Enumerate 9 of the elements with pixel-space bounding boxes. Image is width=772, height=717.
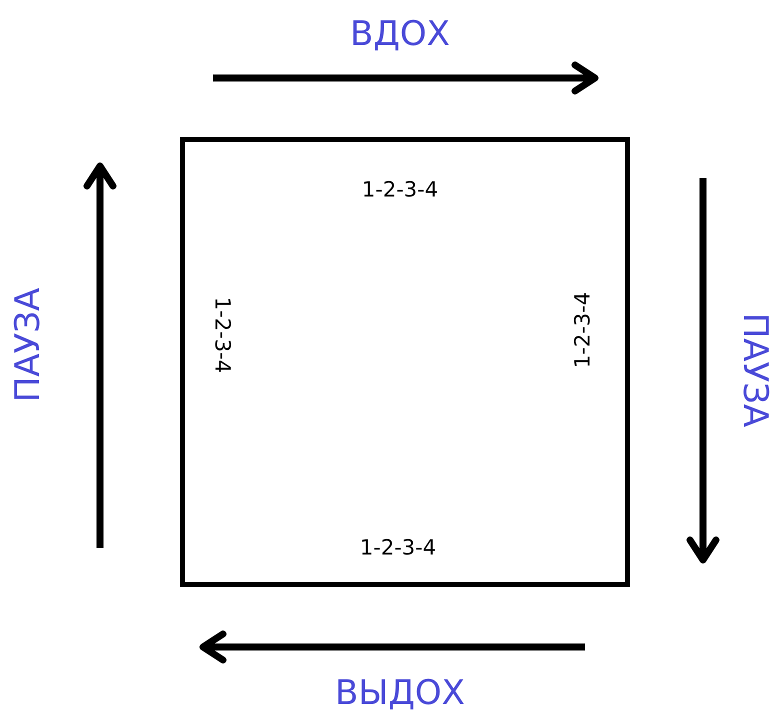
square-box [180, 137, 630, 587]
phase-label: ВДОХ [350, 17, 450, 51]
phase-label: ВЫДОХ [335, 676, 465, 710]
count-text: 1-2-3-4 [360, 538, 436, 558]
count-text: 1-2-3-4 [572, 292, 594, 368]
phase-label: ПАУЗА [11, 288, 45, 402]
count-text: 1-2-3-4 [362, 180, 438, 200]
phase-label: ПАУЗА [738, 312, 772, 428]
count-text: 1-2-3-4 [212, 296, 232, 374]
